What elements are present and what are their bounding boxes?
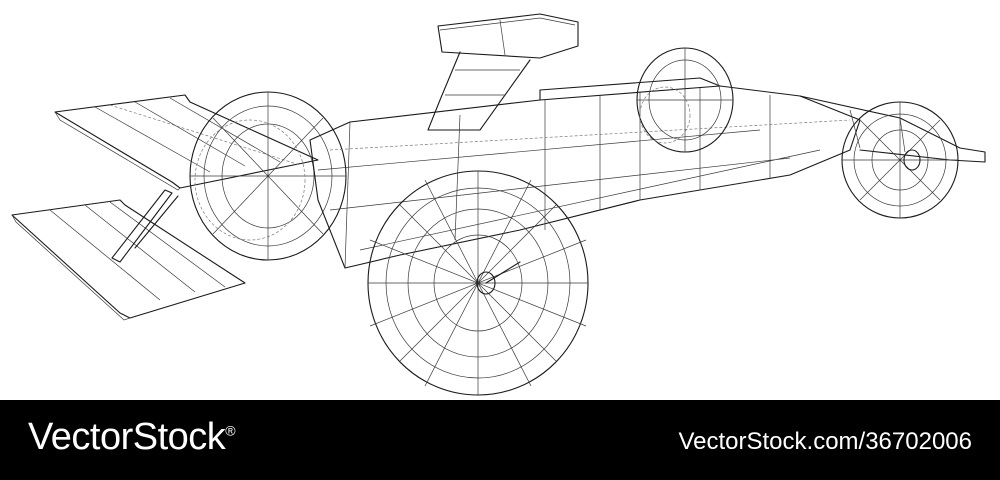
rear-right-wheel: [636, 47, 734, 153]
rear-left-wheel: [189, 91, 347, 261]
brand-logo-text: VectorStock®: [28, 416, 236, 459]
car-body: [309, 77, 861, 269]
image-reference: VectorStock.com/36702006: [678, 428, 972, 455]
air-intake: [427, 13, 579, 131]
front-right-wheel: [841, 101, 959, 219]
race-car-wireframe-illustration: [11, 13, 986, 396]
wing-struts: [111, 189, 179, 263]
rear-wing-lower: [11, 199, 246, 321]
brand-name: VectorStock: [28, 416, 226, 458]
front-left-wheel: [367, 170, 589, 396]
registered-mark: ®: [225, 422, 236, 439]
watermark-footer-bar: VectorStock® VectorStock.com/36702006: [0, 400, 1000, 480]
